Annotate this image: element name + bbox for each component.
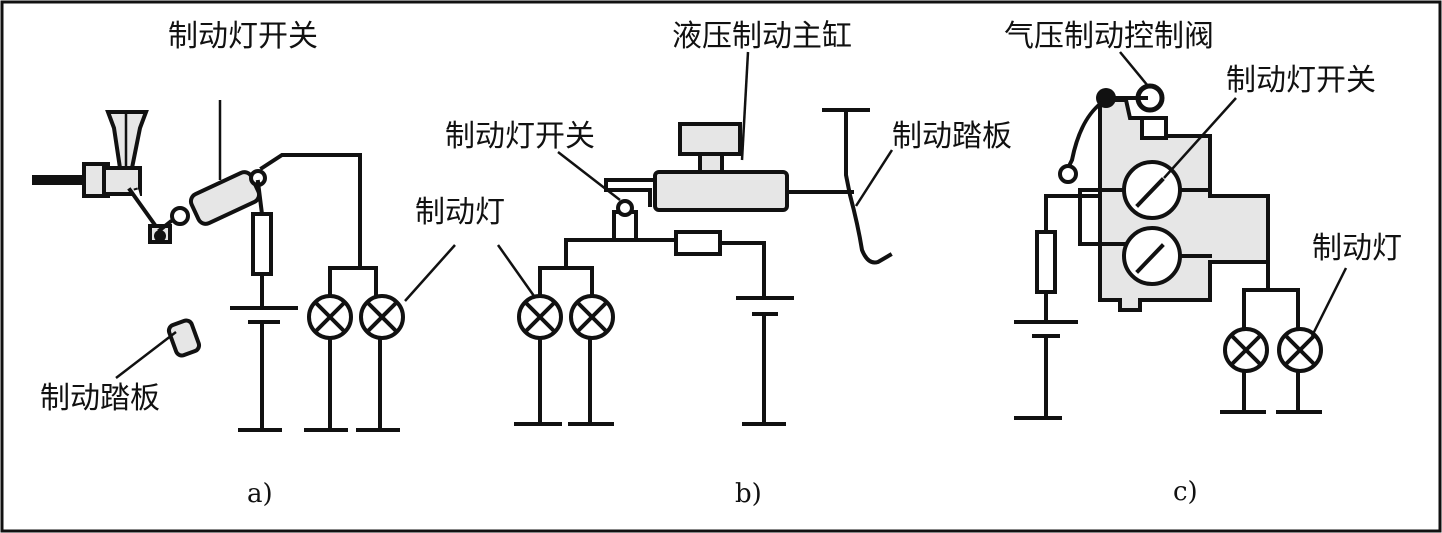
brake-light-switch-b [612, 199, 638, 242]
label-switch-c: 制动灯开关 [1226, 63, 1376, 98]
brake-lamp-icon [569, 294, 615, 340]
circuit-c [1014, 188, 1323, 420]
leader-switch-b [557, 151, 621, 201]
circuit-a [230, 153, 405, 432]
panel-c: 气压制动控制阀 制动灯开关 制动灯 c) [1004, 19, 1402, 507]
master-cylinder [604, 122, 854, 212]
caption-c: c) [1173, 477, 1198, 507]
brake-pedal-assembly [32, 110, 202, 358]
panel-b: 液压制动主缸 制动灯开关 制动踏板 b) [445, 19, 1012, 509]
label-pedal-b: 制动踏板 [892, 119, 1012, 154]
leader-lamp-c [1310, 267, 1348, 337]
label-lamp-c: 制动灯 [1312, 231, 1402, 266]
caption-a: a) [247, 479, 273, 509]
brake-lamp-icon [517, 294, 563, 340]
leader-valve-c [1119, 51, 1149, 87]
label-switch-b: 制动灯开关 [445, 119, 595, 154]
brake-lamp-icon [307, 294, 353, 340]
circuit-b [514, 230, 794, 426]
leader-switch-c [1163, 97, 1237, 179]
brake-lamp-icon [1277, 327, 1323, 373]
label-pedal-a: 制动踏板 [40, 381, 160, 416]
fuse-icon [1035, 230, 1057, 294]
leader-pedal-b [854, 149, 894, 207]
brake-lamp-icon [1223, 327, 1269, 373]
leader-master-b [740, 51, 750, 161]
brake-pedal-b [822, 108, 893, 265]
label-switch-a: 制动灯开关 [168, 19, 318, 54]
label-lamp-a: 制动灯 [415, 195, 505, 230]
fuse-icon [674, 230, 722, 256]
caption-b: b) [735, 479, 762, 509]
leader-lamp-a [404, 244, 456, 302]
fuse-icon [251, 212, 273, 276]
brake-lamp-icon [359, 294, 405, 340]
brake-light-switch [154, 100, 267, 242]
leader-pedal-a [115, 331, 177, 379]
label-valve-c: 气压制动控制阀 [1004, 19, 1214, 54]
panel-a: 制动灯开关 制动踏板 a) [32, 19, 456, 509]
label-master-cylinder-b: 液压制动主缸 [672, 19, 852, 54]
leader-lamp-b [496, 244, 536, 297]
